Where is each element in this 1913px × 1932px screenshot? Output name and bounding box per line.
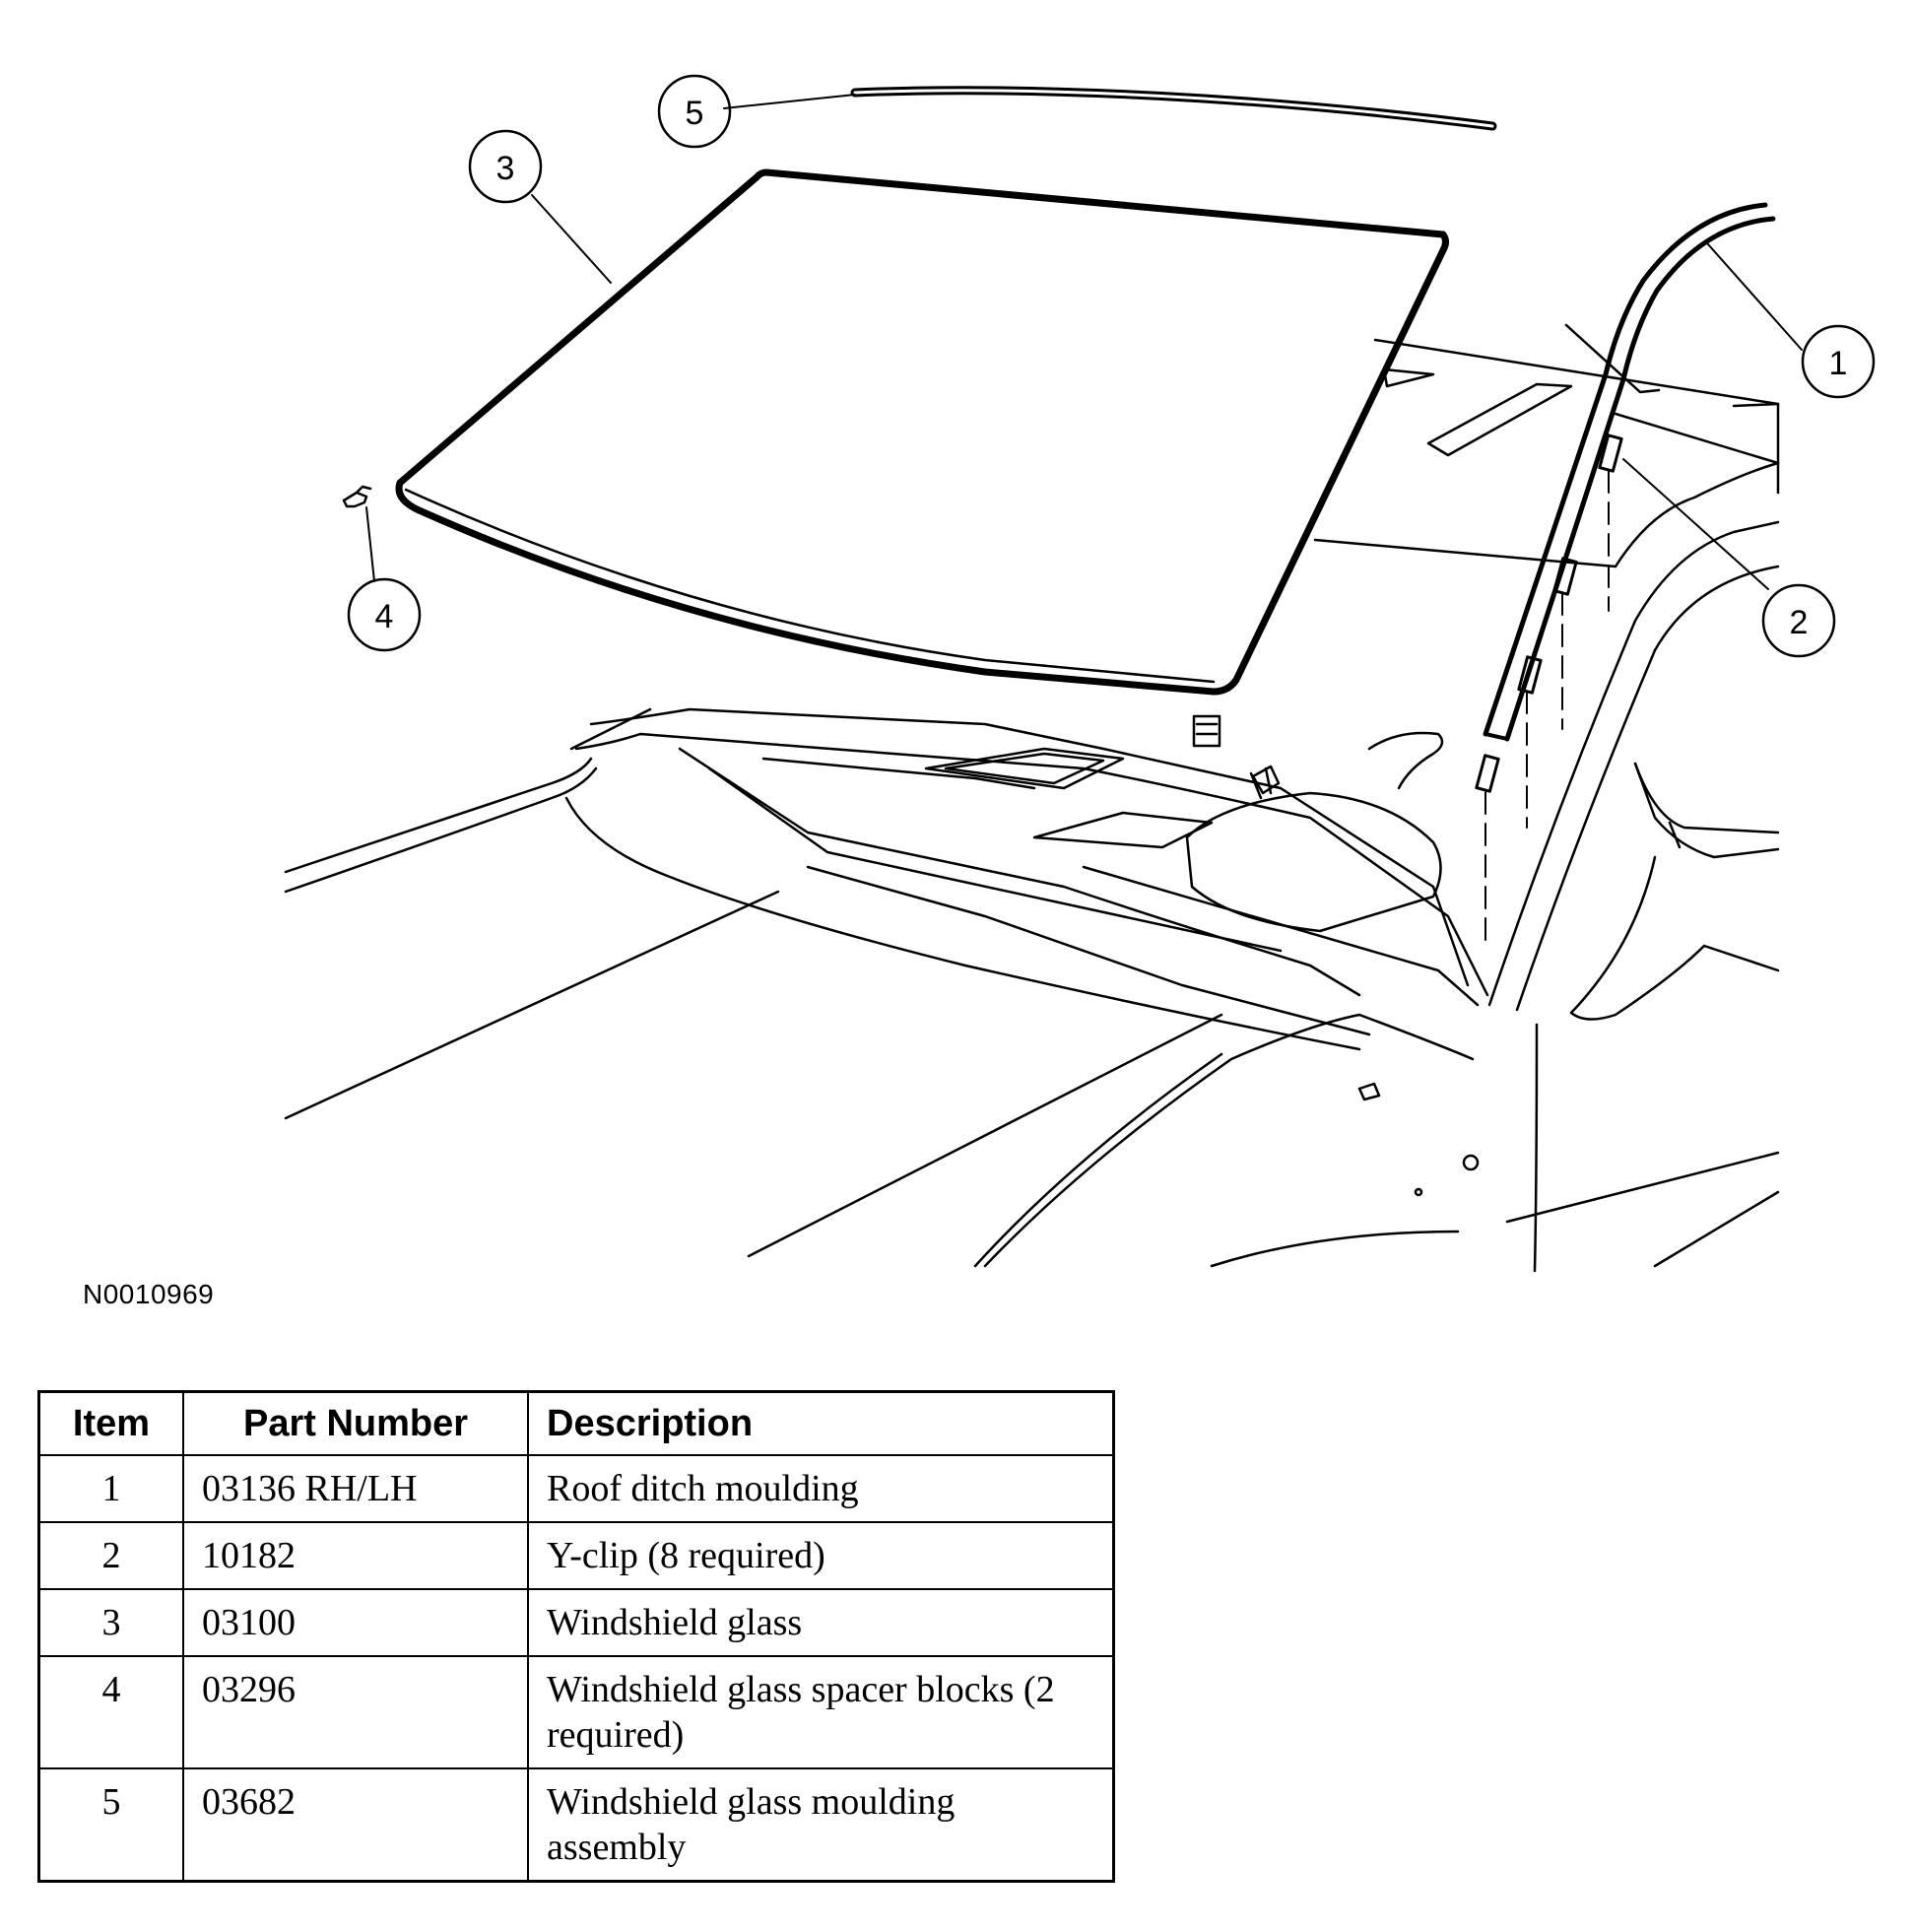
callout-5: 5 xyxy=(657,74,732,149)
description-cell: Windshield glass moulding assembly xyxy=(527,1767,1115,1883)
callout-1: 1 xyxy=(1801,324,1876,399)
svg-text:5: 5 xyxy=(686,95,704,132)
item-cell: 3 xyxy=(37,1588,184,1657)
parts-table: Item Part Number Description 1 03136 RH/… xyxy=(37,1390,1115,1883)
callout-3: 3 xyxy=(468,129,543,204)
part-number-cell: 03100 xyxy=(182,1588,529,1657)
header-description: Description xyxy=(527,1390,1115,1456)
table-row: 1 03136 RH/LH Roof ditch moulding xyxy=(37,1454,1115,1523)
callout-4: 4 xyxy=(347,577,422,652)
description-cell: Windshield glass spacer blocks (2 requir… xyxy=(527,1655,1115,1769)
description-cell: Windshield glass xyxy=(527,1588,1115,1657)
figure-id: N0010969 xyxy=(83,1279,215,1309)
item-cell: 1 xyxy=(37,1454,184,1523)
table-row: 4 03296 Windshield glass spacer blocks (… xyxy=(37,1655,1115,1769)
part-number-cell: 03682 xyxy=(182,1767,529,1883)
windshield-glass xyxy=(395,168,1449,696)
windshield-exploded-diagram: 1 2 3 4 5 xyxy=(284,74,1876,1273)
description-cell: Roof ditch moulding xyxy=(527,1454,1115,1523)
part-number-cell: 03136 RH/LH xyxy=(182,1454,529,1523)
table-row: 3 03100 Windshield glass xyxy=(37,1588,1115,1657)
item-cell: 4 xyxy=(37,1655,184,1769)
windshield-moulding-strip xyxy=(850,86,1497,131)
y-clips xyxy=(1475,433,1623,947)
table-header-row: Item Part Number Description xyxy=(37,1390,1115,1456)
spacer-block xyxy=(342,485,372,508)
part-number-cell: 10182 xyxy=(182,1521,529,1590)
roof-ditch-moulding xyxy=(1483,202,1776,742)
item-cell: 2 xyxy=(37,1521,184,1590)
svg-text:3: 3 xyxy=(496,150,515,187)
header-part-number: Part Number xyxy=(182,1390,529,1456)
description-cell: Y-clip (8 required) xyxy=(527,1521,1115,1590)
table-row: 2 10182 Y-clip (8 required) xyxy=(37,1521,1115,1590)
svg-text:4: 4 xyxy=(375,598,394,635)
svg-text:1: 1 xyxy=(1829,345,1848,382)
callout-2: 2 xyxy=(1761,583,1836,658)
svg-text:2: 2 xyxy=(1790,604,1809,641)
part-number-cell: 03296 xyxy=(182,1655,529,1769)
vehicle-body-outline xyxy=(284,323,1780,1273)
item-cell: 5 xyxy=(37,1767,184,1883)
header-item: Item xyxy=(37,1390,184,1456)
leader-lines xyxy=(365,94,1803,590)
table-row: 5 03682 Windshield glass moulding assemb… xyxy=(37,1767,1115,1883)
